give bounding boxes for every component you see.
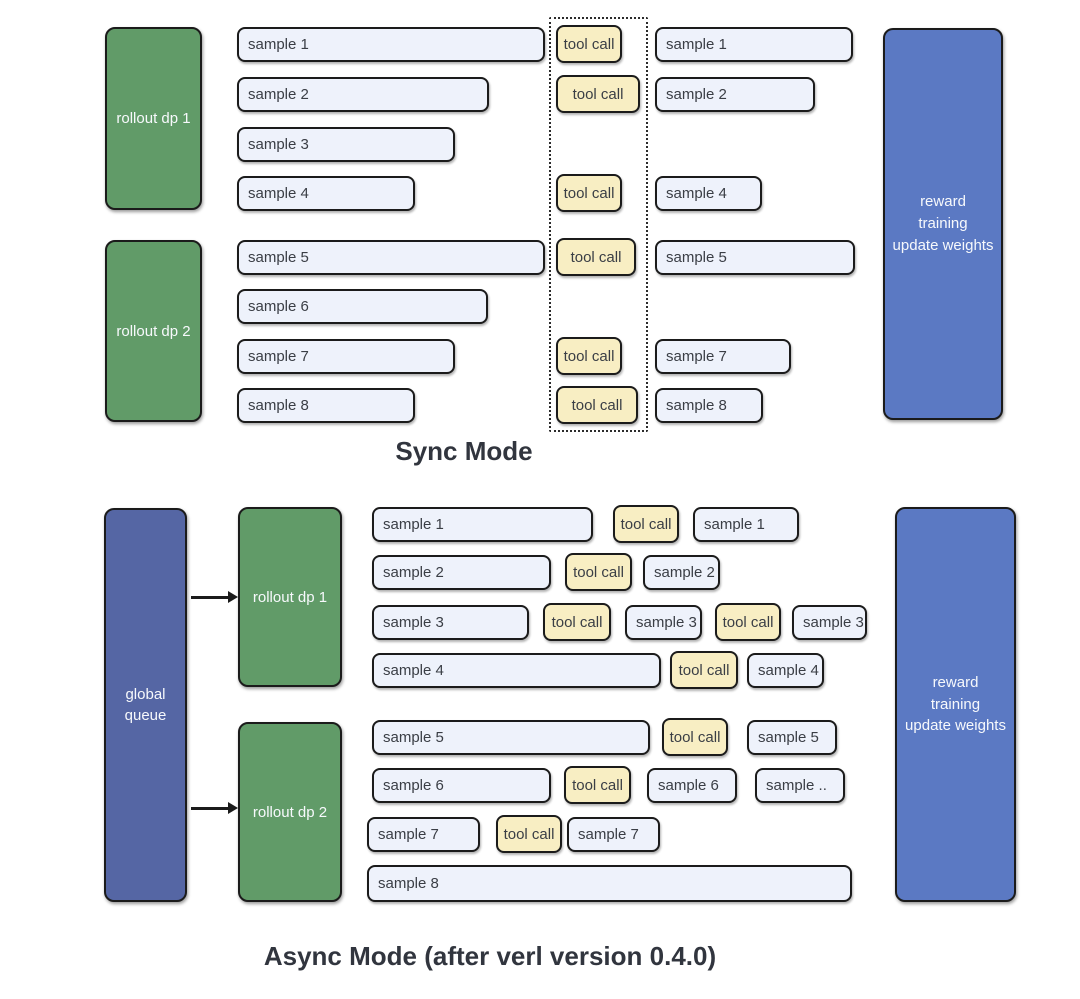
sample-bar: sample 1	[237, 27, 545, 62]
tool-call-box: tool call	[662, 718, 728, 756]
rollout-dp1-box: rollout dp 1	[105, 27, 202, 210]
sample-bar: sample 2	[372, 555, 551, 590]
tool-call-box: tool call	[564, 766, 631, 804]
sample-bar: sample ..	[755, 768, 845, 803]
sample-bar: sample 4	[747, 653, 824, 688]
sample-bar: sample 2	[643, 555, 720, 590]
sample-bar: sample 7	[655, 339, 791, 374]
tool-call-box: tool call	[670, 651, 738, 689]
tool-call-box: tool call	[556, 386, 638, 424]
global-queue-box: global queue	[104, 508, 187, 902]
tool-call-box: tool call	[556, 337, 622, 375]
sample-bar: sample 6	[372, 768, 551, 803]
box-label-line: queue	[124, 707, 167, 724]
reward-box: reward training update weights	[883, 28, 1003, 420]
sample-bar: sample 3	[792, 605, 867, 640]
sample-bar: sample 1	[372, 507, 593, 542]
tool-call-box: tool call	[556, 238, 636, 276]
sample-bar: sample 5	[747, 720, 837, 755]
sample-bar: sample 5	[372, 720, 650, 755]
tool-call-box: tool call	[715, 603, 781, 641]
sample-bar: sample 8	[655, 388, 763, 423]
sample-bar: sample 3	[237, 127, 455, 162]
tool-call-region	[549, 17, 648, 432]
tool-call-box: tool call	[556, 75, 640, 113]
tool-call-box: tool call	[556, 174, 622, 212]
async-mode-title: Async Mode (after verl version 0.4.0)	[263, 941, 717, 971]
sample-bar: sample 6	[647, 768, 737, 803]
sample-bar: sample 6	[237, 289, 488, 324]
rollout-dp2-box: rollout dp 2	[238, 722, 342, 902]
sample-bar: sample 4	[655, 176, 762, 211]
tool-call-box: tool call	[556, 25, 622, 63]
sample-bar: sample 4	[237, 176, 415, 211]
rollout-dp2-box: rollout dp 2	[105, 240, 202, 422]
sync-mode-title: Sync Mode	[395, 436, 533, 466]
box-label-line: update weights	[892, 236, 994, 254]
sample-bar: sample 7	[237, 339, 455, 374]
sample-bar: sample 3	[372, 605, 529, 640]
sample-bar: sample 8	[237, 388, 415, 423]
sample-bar: sample 7	[367, 817, 480, 852]
sample-bar: sample 5	[655, 240, 855, 275]
rollout-dp1-box: rollout dp 1	[238, 507, 342, 687]
sample-bar: sample 8	[367, 865, 852, 902]
queue-to-dp2-arrow	[191, 802, 238, 813]
sample-bar: sample 2	[655, 77, 815, 112]
tool-call-box: tool call	[565, 553, 632, 591]
box-label-line: reward	[932, 673, 979, 691]
reward-box: reward training update weights	[895, 507, 1016, 902]
box-label-line: training	[930, 695, 981, 713]
box-label-line: reward	[920, 193, 966, 211]
box-label-line: global	[125, 686, 166, 703]
sample-bar: sample 7	[567, 817, 660, 852]
sample-bar: sample 1	[655, 27, 853, 62]
sample-bar: sample 3	[625, 605, 702, 640]
box-label-line: training	[918, 215, 968, 233]
sample-bar: sample 4	[372, 653, 661, 688]
tool-call-box: tool call	[496, 815, 562, 853]
sample-bar: sample 5	[237, 240, 545, 275]
tool-call-box: tool call	[543, 603, 611, 641]
sample-bar: sample 2	[237, 77, 489, 112]
tool-call-box: tool call	[613, 505, 679, 543]
queue-to-dp1-arrow	[191, 591, 238, 602]
box-label-line: update weights	[905, 717, 1006, 735]
sample-bar: sample 1	[693, 507, 799, 542]
